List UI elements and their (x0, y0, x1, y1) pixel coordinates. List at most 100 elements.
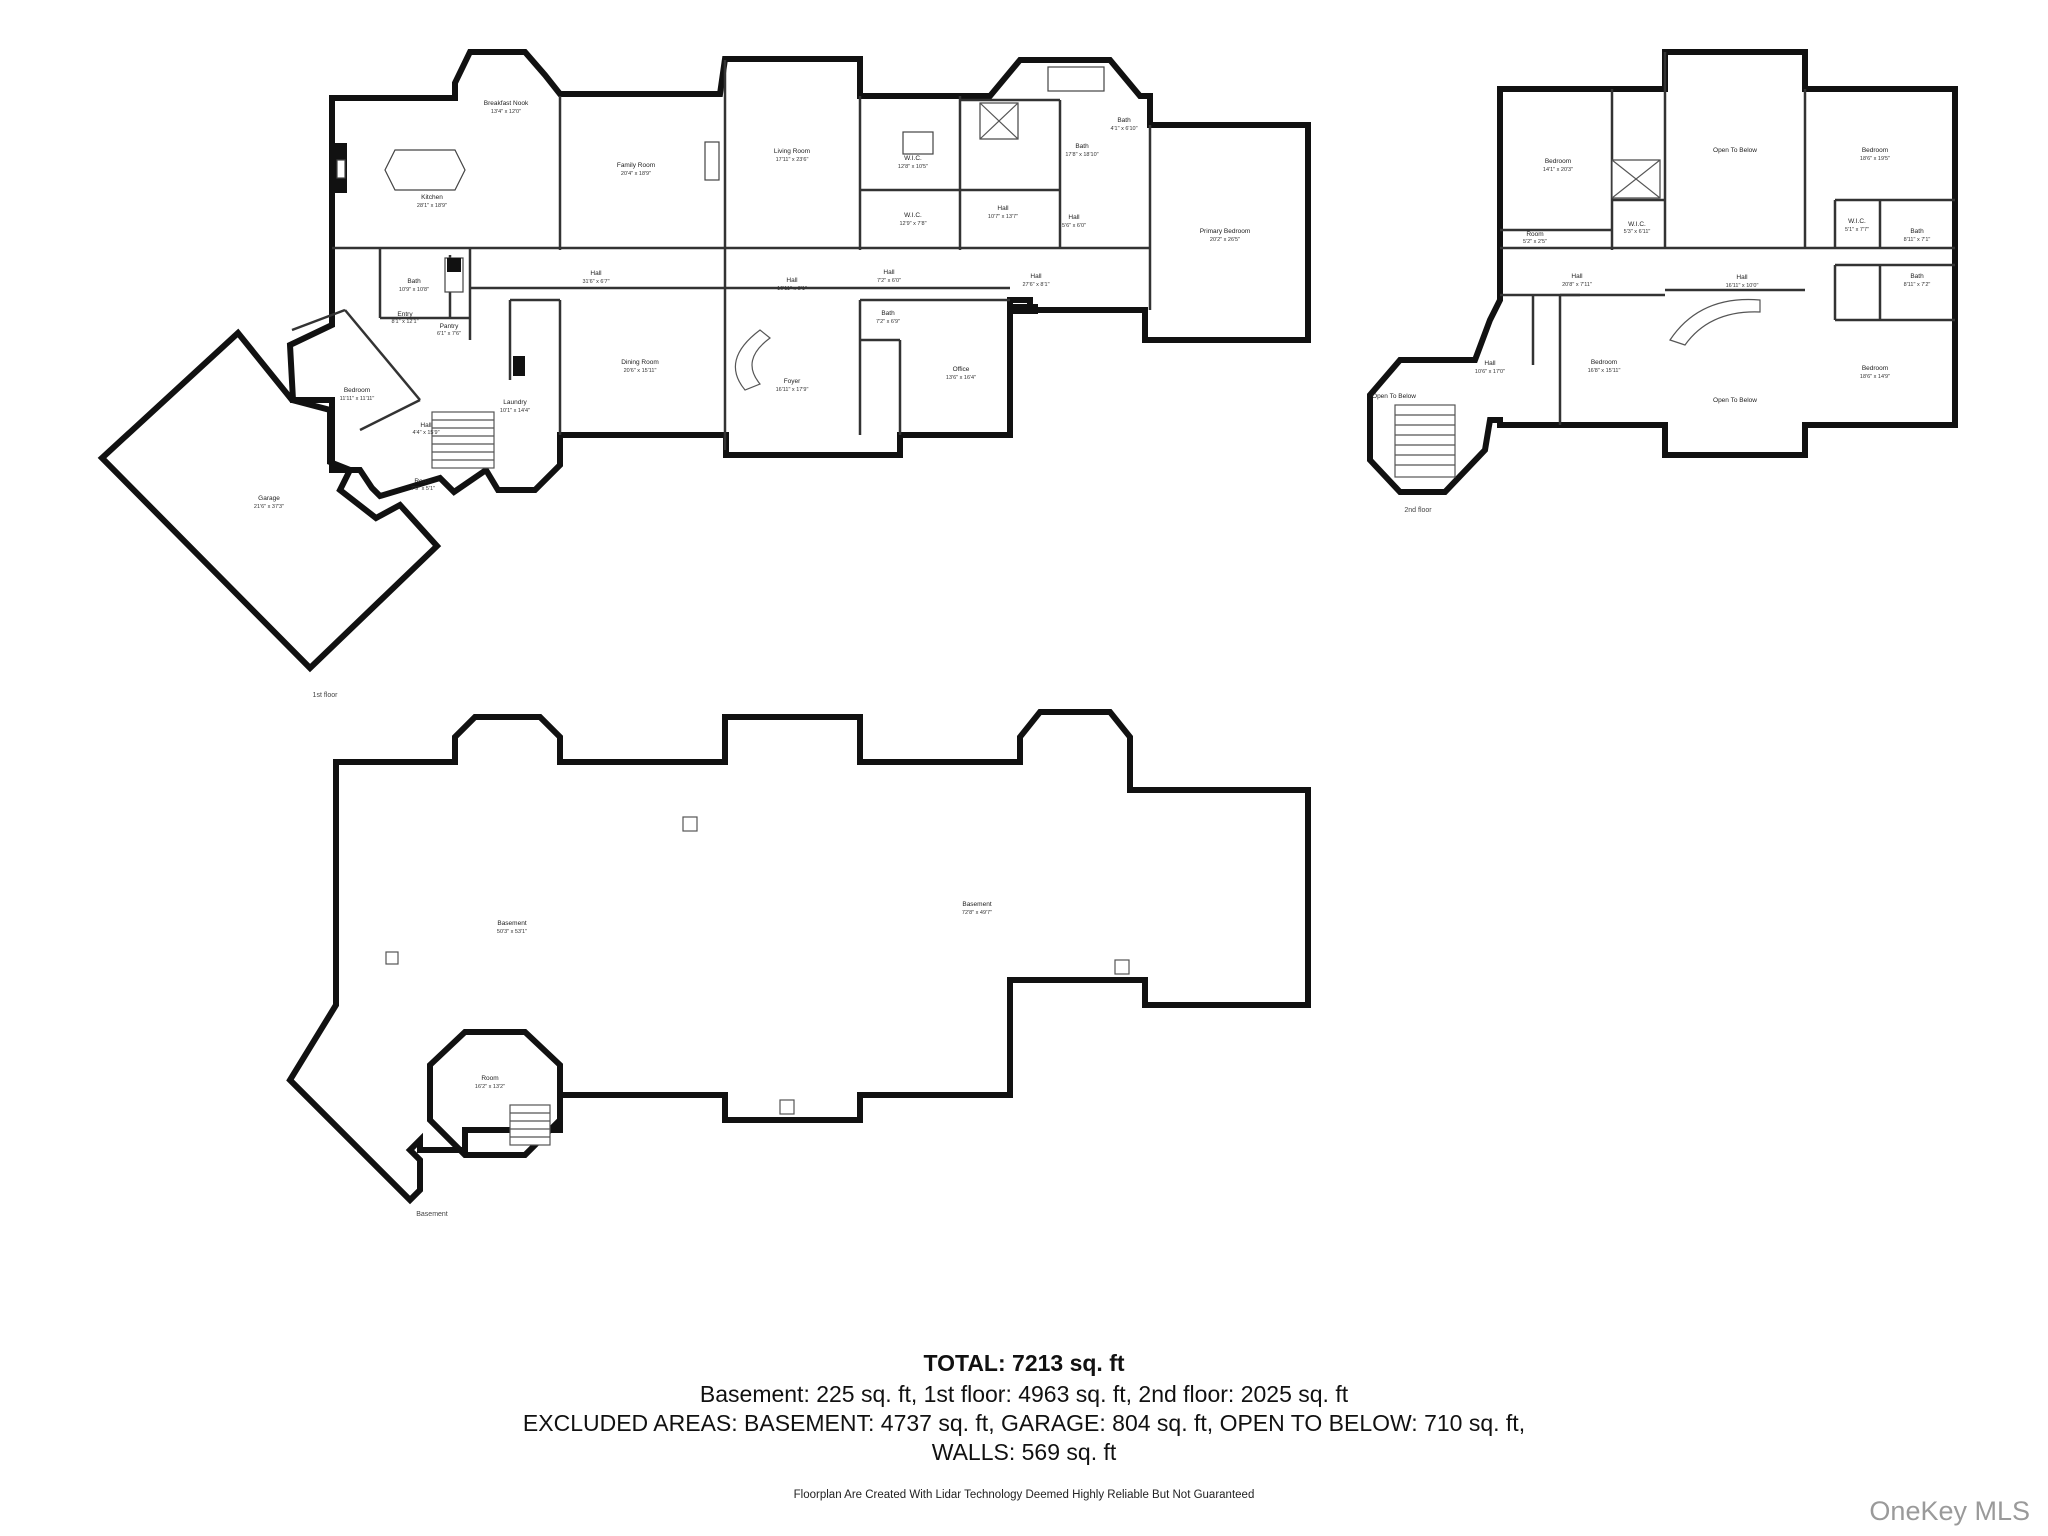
room-name: Primary Bedroom (1200, 228, 1251, 235)
room-dimension: 12'9" x 7'8" (899, 221, 926, 227)
room-name: W.I.C. (1628, 221, 1646, 228)
room-name: Dining Room (621, 359, 659, 366)
room-name: Entry (397, 311, 413, 318)
room-name: Hall (997, 205, 1009, 212)
room-dimension: 16'11" x 10'0" (1726, 283, 1759, 289)
floor-label-basement: Basement (416, 1211, 448, 1218)
room-name: Room (481, 1075, 498, 1082)
room-name: Hall (1736, 274, 1748, 281)
room-name: Hall (590, 270, 602, 277)
room-name: Bedroom (1545, 158, 1571, 165)
room-dimension: 10'6" x 17'0" (1475, 369, 1505, 375)
room-dimension: 31'6" x 6'7" (582, 279, 609, 285)
room-name: Hall (883, 269, 895, 276)
room-name: Family Room (617, 162, 655, 169)
room-name: Bath (881, 310, 895, 317)
room-name: W.I.C. (904, 155, 922, 162)
second-floor-stairs (1394, 159, 1761, 478)
room-dimension: 12'8" x 10'5" (898, 164, 928, 170)
room-dimension: 7'9" x 5'1" (411, 486, 435, 492)
room-dimension: 17'11" x 23'6" (776, 157, 809, 163)
room-dimension: 8'11" x 7'1" (1904, 237, 1931, 243)
room-name: Room (1526, 231, 1543, 238)
first-floor-interior-walls (291, 60, 1152, 450)
room-dimension: 4'4" x 15'9" (412, 430, 439, 436)
total-area: TOTAL: 7213 sq. ft (923, 1350, 1125, 1376)
basement-plan: Basement 50'3" x 53'1" Basement 72'8" x … (286, 709, 1311, 1218)
room-name: Hall (420, 422, 432, 429)
room-name: Laundry (503, 399, 527, 406)
room-dimension: 20'2" x 26'5" (1210, 237, 1240, 243)
disclaimer: Floorplan Are Created With Lidar Technol… (793, 1489, 1255, 1501)
room-name: Hall (1068, 214, 1080, 221)
room-dimension: 20'8" x 7'11" (1562, 282, 1592, 288)
room-name: Hall (1484, 360, 1496, 367)
room-name: Bath (1910, 273, 1924, 280)
room-dimension: 11'11" x 11'11" (340, 396, 375, 402)
open-to-below-label: Open To Below (1713, 397, 1757, 404)
first-floor-fixtures (334, 66, 1105, 469)
room-name: Hall (1571, 273, 1583, 280)
room-name: W.I.C. (904, 212, 922, 219)
room-name: Bath (1117, 117, 1131, 124)
room-name: Breakfast Nook (484, 100, 529, 107)
second-floor-interior-walls (1500, 52, 1955, 425)
first-floor-exterior-wall (286, 49, 1311, 500)
open-to-below-label: Open To Below (1372, 393, 1416, 400)
room-dimension: 27'6" x 8'1" (1022, 282, 1049, 288)
room-dimension: 10'1" x 14'4" (500, 408, 530, 414)
room-name: Hall (1030, 273, 1042, 280)
room-dimension: 72'8" x 49'7" (962, 910, 992, 916)
basement-exterior-wall (286, 709, 1311, 1205)
room-dimension: 17'8" x 18'10" (1065, 152, 1098, 158)
room-dimension: 8'11" x 7'2" (1904, 282, 1931, 288)
floor-label-second: 2nd floor (1404, 507, 1432, 514)
excluded-areas: EXCLUDED AREAS: BASEMENT: 4737 sq. ft, G… (522, 1410, 1526, 1436)
room-dimension: 10'7" x 13'7" (988, 214, 1018, 220)
first-floor-plan: Breakfast Nook 13'4" x 12'0" Kitchen 28'… (97, 49, 1311, 699)
room-name: Hall (786, 277, 798, 284)
room-name: Bath (1910, 228, 1924, 235)
room-name: Bedroom (1591, 359, 1617, 366)
room-dimension: 28'1" x 18'9" (417, 203, 447, 209)
room-dimension: 14'1" x 20'3" (1543, 167, 1573, 173)
room-name: Bedroom (1862, 147, 1888, 154)
room-name: Bath (1075, 143, 1089, 150)
room-name: Garage (258, 495, 280, 502)
room-dimension: 5'3" x 6'11" (1624, 229, 1651, 235)
room-dimension: 7'2" x 6'9" (876, 319, 900, 325)
room-name: Kitchen (421, 194, 443, 201)
room-name: Basement (497, 920, 526, 927)
second-floor-exterior-wall (1367, 49, 1958, 495)
room-dimension: 16'11" x 8'1" (777, 286, 807, 292)
second-floor-plan: Bedroom 14'1" x 20'3" Open To Below Bedr… (1367, 49, 1958, 514)
room-dimension: 10'9" x 10'8" (399, 287, 429, 293)
floor-label-first: 1st floor (313, 692, 339, 699)
room-name: Office (953, 366, 970, 373)
room-dimension: 13'6" x 16'4" (946, 375, 976, 381)
basement-room-octagon-wall (427, 1029, 563, 1158)
floor-areas: Basement: 225 sq. ft, 1st floor: 4963 sq… (699, 1381, 1349, 1407)
room-dimension: 18'6" x 14'9" (1860, 374, 1890, 380)
room-dimension: 6'1" x 7'6" (437, 331, 461, 337)
room-name: Pantry (440, 323, 460, 330)
room-name: Bedroom (1862, 365, 1888, 372)
open-to-below-label: Open To Below (1713, 147, 1757, 154)
room-name: Basement (962, 901, 991, 908)
basement-room-labels: Basement 50'3" x 53'1" Basement 72'8" x … (475, 901, 992, 1090)
room-dimension: 4'1" x 6'10" (1110, 126, 1137, 132)
room-dimension: 5'6" x 6'0" (1062, 223, 1086, 229)
room-dimension: 5'2" x 2'5" (1523, 239, 1547, 245)
room-name: Room (414, 478, 431, 485)
room-dimension: 13'4" x 12'0" (491, 109, 521, 115)
excluded-areas-walls: WALLS: 569 sq. ft (931, 1439, 1117, 1465)
room-dimension: 5'1" x 7'7" (1845, 227, 1869, 233)
room-name: W.I.C. (1848, 218, 1866, 225)
room-dimension: 20'4" x 18'9" (621, 171, 651, 177)
room-dimension: 16'11" x 17'9" (776, 387, 809, 393)
room-dimension: 18'6" x 19'5" (1860, 156, 1890, 162)
second-floor-room-labels: Bedroom 14'1" x 20'3" Open To Below Bedr… (1372, 147, 1930, 404)
room-name: Bath (407, 278, 421, 285)
room-dimension: 7'2" x 6'0" (877, 278, 901, 284)
